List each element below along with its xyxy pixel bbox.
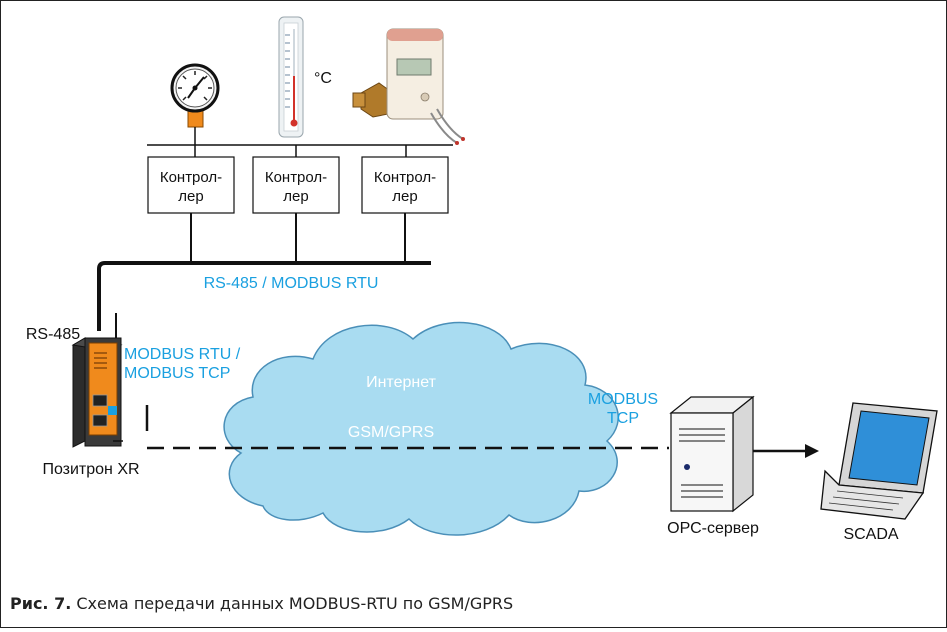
- controller-label-line1: Контрол-: [160, 169, 222, 186]
- gateway-port-label: RS-485: [26, 326, 80, 343]
- rs485-bus-line: [97, 261, 431, 331]
- controller-label-line1: Контрол-: [374, 169, 436, 186]
- scada-name: SCADA: [843, 526, 898, 543]
- internet-label: Интернет: [366, 374, 436, 391]
- controller-label-line2: лер: [283, 188, 308, 205]
- server-tower-icon: [669, 395, 755, 513]
- gateway-protocol-line1: MODBUS RTU /: [124, 346, 241, 363]
- controller-box: Контрол- лер: [252, 156, 340, 214]
- internet-cloud: [223, 321, 619, 536]
- thermometer-unit: °C: [314, 70, 332, 87]
- controller-label-line2: лер: [392, 188, 417, 205]
- pressure-gauge-icon: [170, 63, 220, 128]
- thermometer-icon: [278, 16, 304, 138]
- controller-label-line1: Контрол-: [265, 169, 327, 186]
- caption-text: Схема передачи данных MODBUS-RTU по GSM/…: [71, 594, 514, 613]
- tcp-label-line1: MODBUS: [588, 391, 658, 408]
- rs485-bus-label: RS-485 / MODBUS RTU: [204, 275, 379, 292]
- caption-prefix: Рис. 7.: [10, 594, 72, 613]
- heat-meter-icon: [352, 28, 465, 145]
- gsm-label: GSM/GPRS: [348, 424, 434, 441]
- server-name: ОРС-сервер: [667, 520, 759, 537]
- gateway-device-icon: [71, 337, 123, 448]
- controller-box: Контрол- лер: [361, 156, 449, 214]
- tcp-label-line2: TCP: [607, 410, 639, 427]
- controller-box: Контрол- лер: [147, 156, 235, 214]
- laptop-icon: [820, 402, 938, 520]
- gateway-name: Позитрон XR: [42, 461, 139, 478]
- figure-caption: Рис. 7. Схема передачи данных MODBUS-RTU…: [10, 594, 513, 613]
- gateway-protocol-line2: MODBUS TCP: [124, 365, 230, 382]
- controller-label-line2: лер: [178, 188, 203, 205]
